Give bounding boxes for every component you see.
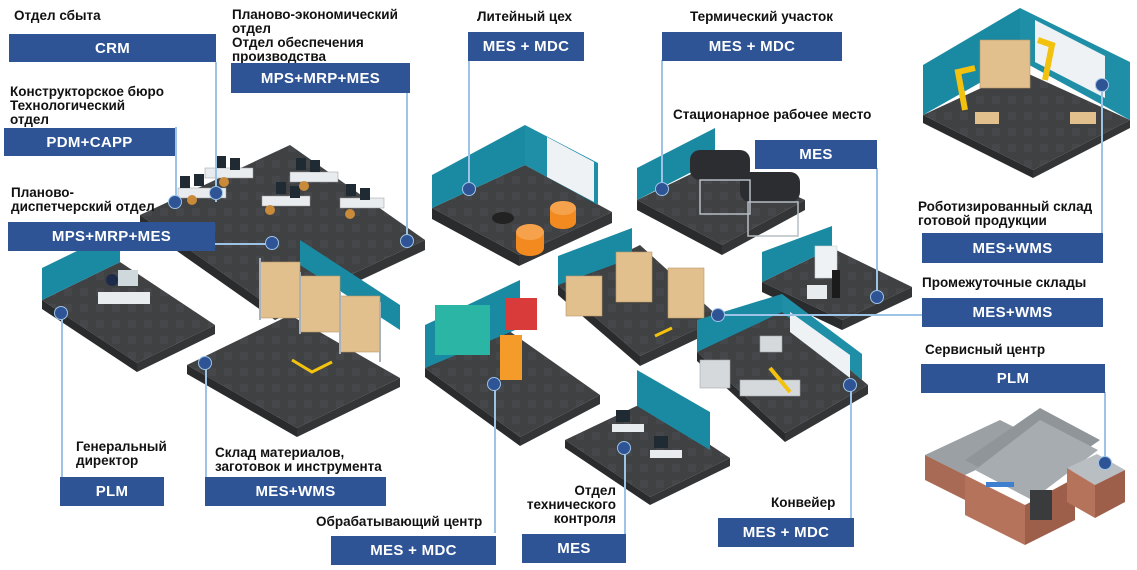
node-dot-machining[interactable]: [487, 377, 501, 391]
node-dot-service[interactable]: [1098, 456, 1112, 470]
system-tag-robotic-warehouse[interactable]: MES+WMS: [922, 233, 1103, 263]
node-dot-stationary[interactable]: [870, 290, 884, 304]
caption-robotic-warehouse: Роботизированный склад готовой продукции: [918, 199, 1093, 228]
connector-materials: [205, 362, 207, 478]
caption-machining-center: Обрабатывающий центр: [316, 514, 483, 529]
heat-treatment-room: [637, 128, 805, 255]
node-dot-intermediate[interactable]: [711, 308, 725, 322]
connector-conveyor: [850, 384, 852, 518]
node-dot-conveyor[interactable]: [843, 378, 857, 392]
caption-design-bureau: Конструкторское бюро Технологический отд…: [10, 84, 164, 127]
connector-mps-economics: [406, 93, 408, 241]
node-dot-quality[interactable]: [617, 441, 631, 455]
caption-service-center: Сервисный центр: [925, 342, 1046, 357]
system-tag-planning-economics[interactable]: MPS+MRP+MES: [231, 63, 410, 93]
caption-dispatch: Планово- диспетчерский отдел: [11, 185, 155, 214]
connector-heat: [661, 60, 663, 188]
office-workers: [187, 177, 355, 219]
system-tag-design-bureau[interactable]: PDM+CAPP: [4, 128, 175, 156]
system-tag-quality-control[interactable]: MES: [522, 534, 626, 563]
system-tag-service-center[interactable]: PLM: [921, 364, 1105, 393]
node-dot-foundry[interactable]: [462, 182, 476, 196]
system-tag-dispatch[interactable]: MPS+MRP+MES: [8, 222, 215, 251]
node-dot-heat[interactable]: [655, 182, 669, 196]
system-tag-sales[interactable]: CRM: [9, 34, 216, 62]
node-dot-director[interactable]: [54, 306, 68, 320]
caption-intermediate-warehouses: Промежуточные склады: [922, 275, 1087, 290]
system-tag-heat-treatment[interactable]: MES + MDC: [662, 32, 842, 61]
connector-service: [1104, 392, 1106, 462]
system-tag-general-director[interactable]: PLM: [60, 477, 164, 506]
system-tag-conveyor[interactable]: MES + MDC: [718, 518, 854, 547]
caption-foundry: Литейный цех: [477, 9, 573, 24]
machining-center-room: [425, 280, 600, 446]
system-tag-stationary-workplace[interactable]: MES: [755, 140, 877, 169]
robotic-warehouse-room: [923, 8, 1130, 178]
connector-foundry: [468, 60, 470, 188]
connector-quality: [624, 447, 626, 535]
office-desks: [177, 167, 385, 209]
connector-dispatch: [215, 243, 273, 245]
connector-stationary: [876, 168, 878, 296]
node-dot-economics[interactable]: [400, 234, 414, 248]
caption-quality-control: Отдел технического контроля: [526, 483, 616, 526]
conveyor-room: [697, 294, 868, 442]
connector-director: [61, 313, 63, 493]
office-monitors: [180, 156, 370, 200]
caption-conveyor: Конвейер: [771, 495, 836, 510]
caption-planning-economics: Планово-экономический отдел Отдел обеспе…: [232, 7, 398, 64]
caption-materials-warehouse: Склад материалов, заготовок и инструмент…: [215, 445, 382, 474]
caption-sales: Отдел сбыта: [14, 8, 101, 23]
connector-pdm: [175, 127, 177, 202]
foundry-room: [432, 125, 612, 266]
system-tag-materials-warehouse[interactable]: MES+WMS: [205, 477, 386, 506]
service-center-building: [925, 408, 1125, 545]
connector-machining: [494, 383, 496, 533]
connector-intermediate: [718, 314, 923, 316]
node-dot-sales[interactable]: [209, 186, 223, 200]
materials-warehouse-room: [187, 240, 400, 437]
caption-heat-treatment: Термический участок: [690, 9, 834, 24]
connector-robotic: [1101, 84, 1103, 234]
system-tag-machining-center[interactable]: MES + MDC: [331, 536, 496, 565]
caption-stationary-workplace: Стационарное рабочее место: [673, 107, 872, 122]
node-dot-robotic[interactable]: [1095, 78, 1109, 92]
connector-crm: [215, 62, 217, 202]
node-dot-materials[interactable]: [198, 356, 212, 370]
system-tag-foundry[interactable]: MES + MDC: [468, 32, 584, 61]
node-dot-dispatch[interactable]: [265, 236, 279, 250]
system-tag-intermediate-warehouses[interactable]: MES+WMS: [922, 298, 1103, 327]
caption-general-director: Генеральный директор: [76, 439, 167, 468]
quality-control-room: [565, 370, 730, 505]
intermediate-warehouse-room: [558, 228, 720, 366]
node-dot-design[interactable]: [168, 195, 182, 209]
